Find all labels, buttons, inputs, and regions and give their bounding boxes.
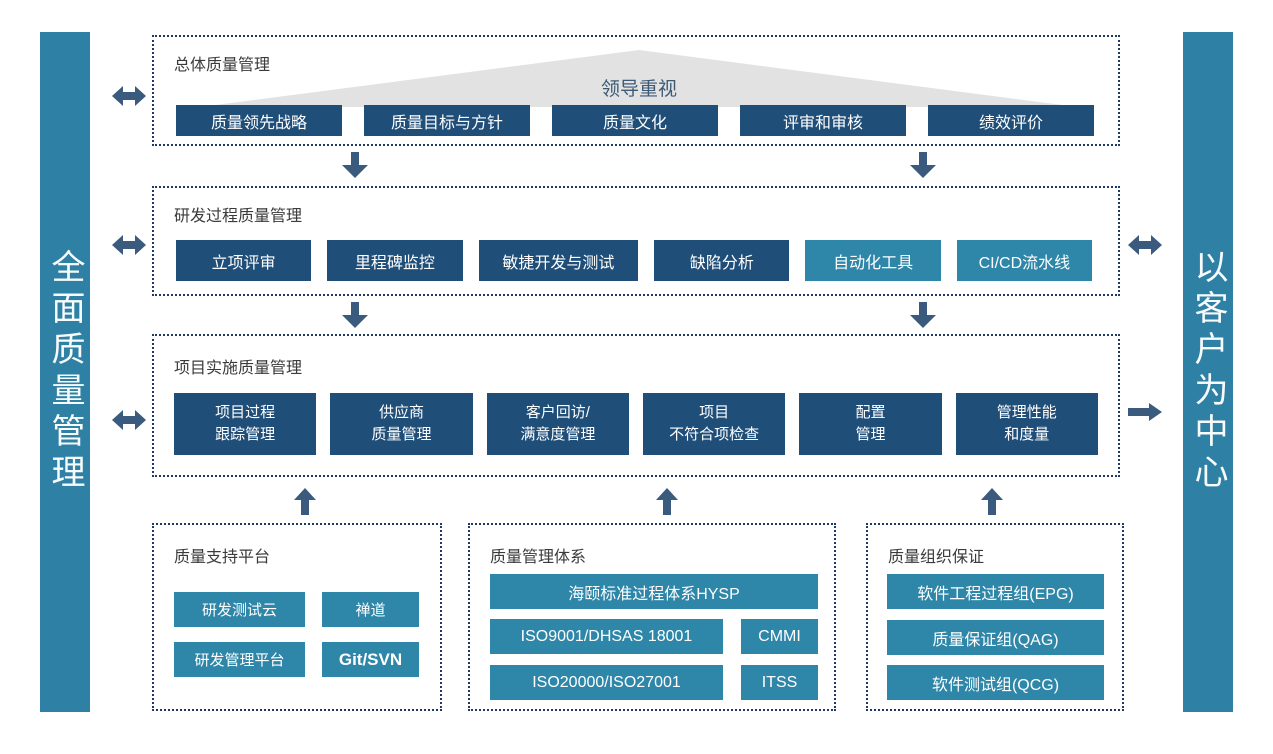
leadership-triangle: 领导重视 — [200, 50, 1078, 107]
pill-quality-goals-policy: 质量目标与方针 — [364, 105, 530, 136]
pill-iso9001-dhsas18001: ISO9001/DHSAS 18001 — [490, 619, 723, 654]
pill-agile-dev-testing: 敏捷开发与测试 — [478, 240, 639, 281]
right-bar-label: 以客户为中心 — [1189, 249, 1227, 495]
rd-process-quality-section: 研发过程质量管理 立项评审 里程碑监控 敏捷开发与测试 缺陷分析 自动化工具 C… — [152, 186, 1120, 296]
pill-automation-tools: 自动化工具 — [805, 240, 941, 281]
pill-quality-leading-strategy: 质量领先战略 — [176, 105, 342, 136]
down-arrow-icon — [342, 302, 368, 328]
quality-management-system-section: 质量管理体系 海颐标准过程体系HYSP ISO9001/DHSAS 18001 … — [468, 523, 836, 711]
overall-section-title: 总体质量管理 — [174, 57, 271, 74]
pill-supplier-quality: 供应商 质量管理 — [330, 393, 473, 455]
impl-button-row: 项目过程 跟踪管理 供应商 质量管理 客户回访/ 满意度管理 项目 不符合项检查… — [174, 393, 1098, 455]
quality-org-assurance-section: 质量组织保证 软件工程过程组(EPG) 质量保证组(QAG) 软件测试组(QCG… — [866, 523, 1124, 711]
up-arrow-icon — [981, 488, 1003, 515]
pill-epg-group: 软件工程过程组(EPG) — [887, 574, 1104, 609]
rd-button-row: 立项评审 里程碑监控 敏捷开发与测试 缺陷分析 自动化工具 CI/CD流水线 — [176, 240, 1093, 281]
down-arrow-icon — [910, 152, 936, 178]
left-bar: 全面质量管理 — [40, 32, 90, 712]
system-section-title: 质量管理体系 — [490, 549, 587, 566]
down-arrow-icon — [910, 302, 936, 328]
quality-support-platform-section: 质量支持平台 研发测试云 禅道 研发管理平台 Git/SVN — [152, 523, 442, 711]
pill-hysp-process-system: 海颐标准过程体系HYSP — [490, 574, 818, 609]
right-bar: 以客户为中心 — [1183, 32, 1233, 712]
pill-cicd-pipeline: CI/CD流水线 — [956, 240, 1093, 281]
pill-qcg-group: 软件测试组(QCG) — [887, 665, 1104, 700]
pill-zentao: 禅道 — [322, 592, 419, 627]
up-arrow-icon — [294, 488, 316, 515]
pill-rd-management-platform: 研发管理平台 — [174, 642, 305, 677]
pill-nonconformity-check: 项目 不符合项检查 — [642, 393, 786, 455]
double-horizontal-arrow-icon — [112, 86, 146, 106]
down-arrow-icon — [342, 152, 368, 178]
platform-section-title: 质量支持平台 — [174, 549, 271, 566]
pill-rd-test-cloud: 研发测试云 — [174, 592, 305, 627]
leadership-banner-label: 领导重视 — [600, 79, 677, 100]
pill-performance-evaluation: 绩效评价 — [928, 105, 1094, 136]
pill-qag-group: 质量保证组(QAG) — [887, 620, 1104, 655]
pill-milestone-monitoring: 里程碑监控 — [327, 240, 463, 281]
rd-section-title: 研发过程质量管理 — [174, 208, 303, 225]
up-arrow-icon — [656, 488, 678, 515]
pill-quality-culture: 质量文化 — [552, 105, 718, 136]
pill-itss: ITSS — [741, 665, 818, 700]
pill-iso20000-iso27001: ISO20000/ISO27001 — [490, 665, 723, 700]
pill-project-process-tracking: 项目过程 跟踪管理 — [174, 393, 317, 455]
pill-performance-measurement: 管理性能 和度量 — [955, 393, 1098, 455]
pill-defect-analysis: 缺陷分析 — [654, 240, 790, 281]
pill-review-audit: 评审和审核 — [740, 105, 906, 136]
overall-quality-section: 总体质量管理 领导重视 质量领先战略 质量目标与方针 质量文化 评审和审核 绩效… — [152, 35, 1120, 146]
double-horizontal-arrow-icon — [112, 410, 146, 430]
impl-section-title: 项目实施质量管理 — [174, 360, 303, 377]
double-horizontal-arrow-icon — [1128, 235, 1162, 255]
pill-configuration-management: 配置 管理 — [799, 393, 942, 455]
project-impl-quality-section: 项目实施质量管理 项目过程 跟踪管理 供应商 质量管理 客户回访/ 满意度管理 … — [152, 334, 1120, 477]
org-section-title: 质量组织保证 — [888, 549, 985, 566]
double-horizontal-arrow-icon — [112, 235, 146, 255]
pill-project-initiation-review: 立项评审 — [176, 240, 312, 281]
pill-customer-visit-satisfaction: 客户回访/ 满意度管理 — [486, 393, 629, 455]
pill-cmmi: CMMI — [741, 619, 818, 654]
left-bar-label: 全面质量管理 — [46, 249, 84, 495]
overall-button-row: 质量领先战略 质量目标与方针 质量文化 评审和审核 绩效评价 — [176, 105, 1094, 136]
pill-git-svn: Git/SVN — [322, 642, 419, 677]
right-arrow-icon — [1128, 403, 1162, 421]
